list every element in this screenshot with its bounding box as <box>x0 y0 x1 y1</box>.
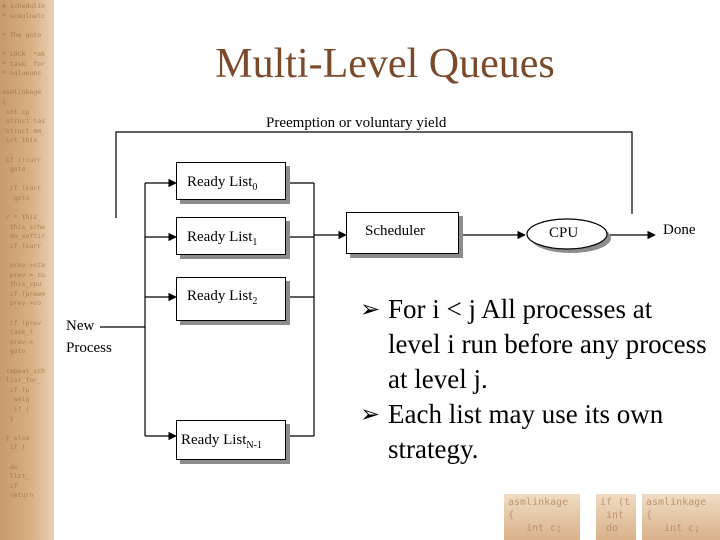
decorative-code-corner: if (t int do <box>596 494 636 540</box>
slide-title: Multi-Level Queues <box>215 41 555 87</box>
ready-list-0: Ready List0 <box>176 162 286 200</box>
ready-list-label: Ready List <box>187 288 253 304</box>
decorative-code-text: # schedulin * sceulnetc * The goto * LOC… <box>2 2 46 500</box>
ready-list-1: Ready List1 <box>176 217 286 255</box>
decorative-code-corner: asmlinkage { int c; <box>642 494 720 540</box>
ready-list-label: Ready List <box>181 432 247 448</box>
done-label: Done <box>663 222 696 238</box>
ready-list-subscript: 1 <box>252 237 258 248</box>
ready-list-label: Ready List <box>187 174 253 190</box>
ready-list-subscript: 2 <box>252 296 258 307</box>
ready-list-2: Ready List2 <box>176 277 286 321</box>
bullet-list: ➢ For i < j All processes at level i run… <box>360 292 710 467</box>
feedback-loop-line <box>115 131 633 218</box>
arrow-bullet-icon: ➢ <box>360 295 381 323</box>
loop-label: Preemption or voluntary yield <box>266 115 447 131</box>
scheduler-box: Scheduler <box>346 212 459 254</box>
cpu-label: CPU <box>549 225 579 241</box>
bullet-text: For i < j All processes at level i run b… <box>388 294 707 394</box>
ready-list-label: Ready List <box>187 229 253 245</box>
decorative-code-corner: asmlinkage { int c; <box>504 494 580 540</box>
cpu-oval <box>526 218 608 250</box>
scheduler-label: Scheduler <box>365 223 425 239</box>
arrow-bullet-icon: ➢ <box>360 400 381 428</box>
new-process-label-line2: Process <box>66 340 112 356</box>
ready-list-subscript: N-1 <box>246 440 262 451</box>
decorative-code-strip: # schedulin * sceulnetc * The goto * LOC… <box>0 0 54 540</box>
ready-list-n-1: Ready ListN-1 <box>176 420 286 460</box>
decorative-code-corner-text: asmlinkage { int c; <box>508 497 569 534</box>
new-process-label-line1: New <box>66 318 95 334</box>
bullet-item: ➢ For i < j All processes at level i run… <box>360 292 710 397</box>
decorative-code-corner-text: if (t int do <box>600 497 631 534</box>
ready-list-subscript: 0 <box>252 182 258 193</box>
bullet-text: Each list may use its own strategy. <box>388 399 664 464</box>
decorative-code-corner-text: asmlinkage { int c; <box>646 497 707 534</box>
bullet-item: ➢ Each list may use its own strategy. <box>360 397 710 467</box>
